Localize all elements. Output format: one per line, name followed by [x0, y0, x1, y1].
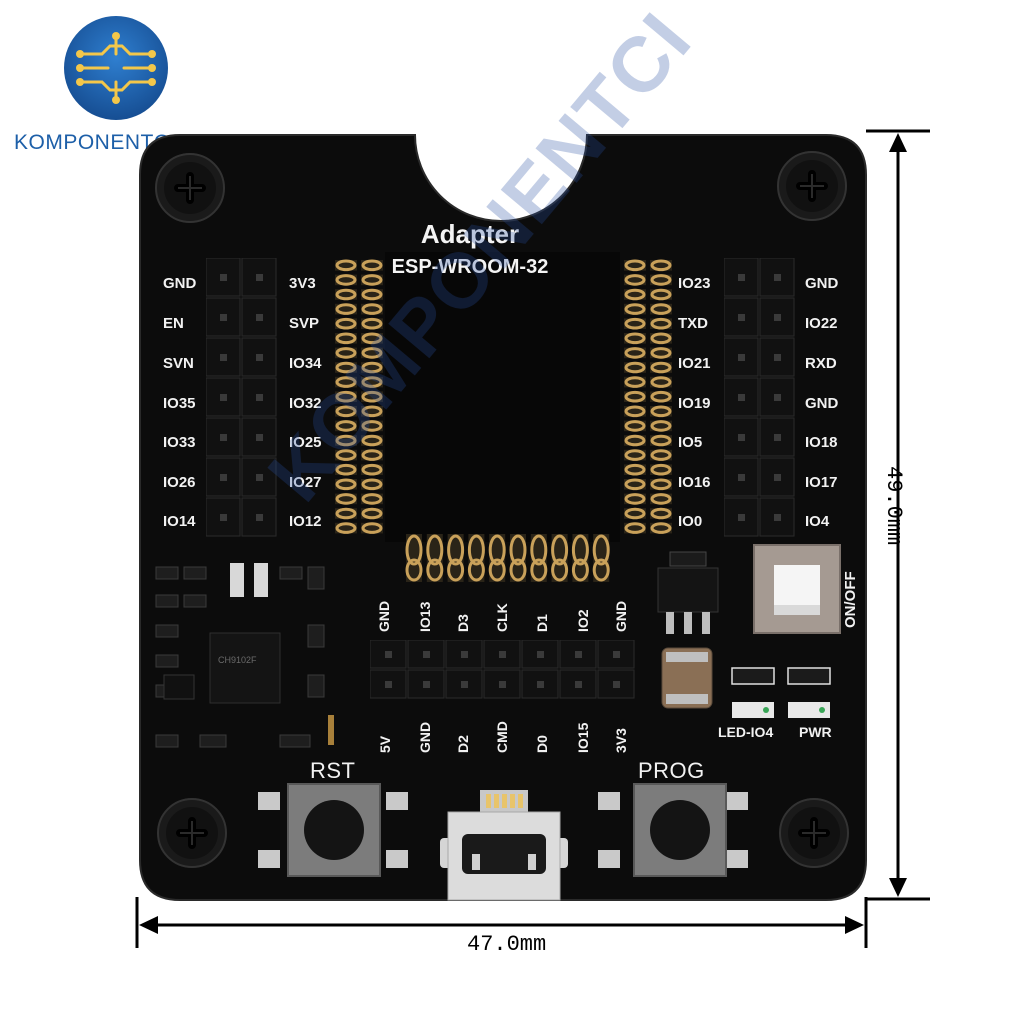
led-io4-label: LED-IO4	[718, 724, 774, 740]
logo-circuit-icon	[64, 16, 168, 120]
pin-label: IO26	[163, 474, 196, 491]
screw-top-left-icon	[155, 153, 225, 223]
pin-label: IO17	[805, 474, 838, 491]
pin-label: IO16	[678, 474, 711, 491]
screw-top-right-icon	[777, 151, 847, 221]
bottom-pogo-pins	[404, 530, 612, 585]
right-pogo-pins	[622, 258, 674, 536]
pin-label: GND	[163, 275, 197, 292]
pin-label: RXD	[805, 355, 837, 372]
pin-label: IO22	[805, 315, 838, 332]
chip-marking: CH9102F	[210, 653, 211, 654]
pin-label: IO27	[289, 474, 322, 491]
logo-text: KOMPONENTCI	[14, 131, 176, 154]
pin-label: IO14	[163, 513, 196, 530]
board-title: Adapter	[420, 219, 520, 249]
usb-uart-circuit: CH9102F	[155, 563, 334, 748]
status-leds	[731, 667, 831, 718]
pin-label: IO32	[289, 395, 322, 412]
left-pin-header	[205, 257, 278, 538]
svg-text:CH9102F: CH9102F	[218, 655, 257, 665]
rst-label: RST	[310, 758, 356, 783]
prog-label: PROG	[638, 758, 705, 783]
pin-label: IO21	[678, 355, 711, 372]
left-pogo-pins	[333, 258, 385, 536]
bottom-pin-header	[369, 639, 638, 700]
voltage-regulator	[657, 551, 719, 709]
pin-label: SVP	[289, 315, 320, 332]
pin-label: IO34	[289, 355, 322, 372]
rst-button[interactable]	[258, 780, 408, 880]
pin-label: IO33	[163, 434, 196, 451]
screw-bottom-right-icon	[779, 798, 849, 868]
pin-label: GND	[805, 275, 839, 292]
pwr-label: PWR	[799, 724, 832, 740]
pin-label: IO35	[163, 395, 196, 412]
height-dimension: 49.0mm	[881, 466, 906, 546]
width-dimension: 47.0mm	[467, 932, 547, 957]
pin-label: IO0	[678, 513, 703, 530]
screw-bottom-left-icon	[157, 798, 227, 868]
micro-usb-port[interactable]	[436, 790, 572, 905]
pin-label: IO18	[805, 434, 838, 451]
pin-label: IO19	[678, 395, 711, 412]
prog-button[interactable]	[598, 780, 748, 880]
pin-label: TXD	[678, 315, 708, 332]
board-subtitle: ESP-WROOM-32	[391, 256, 549, 278]
power-switch[interactable]	[752, 543, 842, 635]
pin-label: 3V3	[289, 275, 316, 292]
pin-label: IO25	[289, 434, 322, 451]
pin-label: SVN	[163, 355, 194, 372]
pin-label: IO23	[678, 275, 711, 292]
pin-label: IO5	[678, 434, 703, 451]
pin-label: GND	[805, 395, 839, 412]
pin-label: IO4	[805, 513, 830, 530]
pin-label: IO12	[289, 513, 322, 530]
pin-label: EN	[163, 315, 184, 332]
right-pin-header	[723, 257, 796, 538]
